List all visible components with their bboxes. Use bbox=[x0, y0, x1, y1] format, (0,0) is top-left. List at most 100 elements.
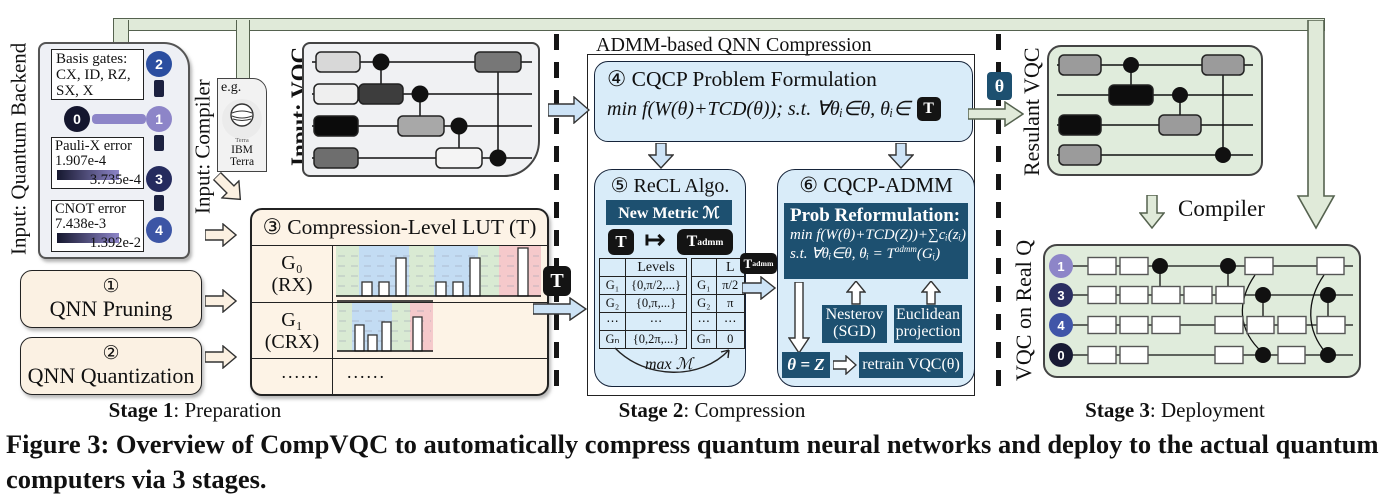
gate bbox=[1316, 256, 1345, 276]
quantum-backend-box: Basis gates: CX, ID, RZ, SX, X 2 0 1 Pau… bbox=[38, 42, 190, 259]
paulix-gradient-bar bbox=[57, 170, 119, 180]
qnn-quantization-box: ② QNN Quantization bbox=[20, 337, 202, 395]
control-dot bbox=[1123, 57, 1231, 163]
gate bbox=[1316, 315, 1346, 335]
green-drop-compiler bbox=[236, 20, 250, 80]
gate bbox=[1119, 256, 1149, 276]
paulix-min: 1.907e-4 bbox=[55, 153, 107, 170]
arrow-up-euclid-icon bbox=[921, 281, 941, 305]
gate bbox=[358, 83, 404, 105]
arrow-t-to-recl-icon bbox=[533, 297, 587, 321]
stage2-title: ADMM-based QNN Compression bbox=[596, 34, 872, 56]
control-dot bbox=[372, 53, 507, 167]
admm-title: ⑥ CQCP-ADMM bbox=[799, 173, 953, 197]
max-metric-arrow-icon bbox=[614, 347, 730, 373]
gate bbox=[1058, 144, 1102, 166]
input-vqc-box bbox=[302, 42, 540, 177]
backend-label: Input: Quantum Backend bbox=[6, 42, 31, 256]
cqcp-admm-box: ⑥ CQCP-ADMM Prob Reformulation: min f(W(… bbox=[777, 169, 975, 387]
arrow-down-theta-icon bbox=[788, 282, 810, 354]
lut-row2-type: (CRX) bbox=[264, 330, 320, 353]
coupler-3-4 bbox=[154, 195, 164, 211]
cnot-max: 1.392e-2 bbox=[89, 234, 141, 251]
euclid-line2: projection bbox=[895, 323, 961, 340]
lut-row-divider-1 bbox=[252, 302, 547, 303]
control-dot bbox=[1152, 258, 1336, 363]
pruning-title: QNN Pruning bbox=[49, 296, 173, 322]
gate bbox=[1244, 256, 1274, 276]
lut-row2-label: G₁ (CRX) bbox=[252, 303, 332, 358]
green-drop-backend bbox=[113, 20, 129, 44]
lut-col-divider bbox=[332, 245, 333, 394]
qubit-node-3: 3 bbox=[146, 166, 172, 192]
figure-caption-line2: computers via 3 stages. bbox=[6, 464, 267, 494]
gate bbox=[1215, 285, 1245, 305]
paulix-max: 3.735e-4 bbox=[89, 171, 141, 188]
compiler-label: Input: Compiler bbox=[190, 79, 215, 215]
lut-row2-gate: G₁ bbox=[281, 308, 303, 331]
tadmm-mid-base: T bbox=[743, 255, 753, 271]
gate bbox=[1183, 285, 1213, 305]
quantization-number: ② bbox=[102, 343, 120, 365]
recl-table-cell: ⋯ bbox=[715, 312, 746, 331]
gate bbox=[1119, 285, 1149, 305]
recl-table-cell: ⋯ bbox=[691, 312, 717, 331]
compiler-eg: e.g. bbox=[221, 80, 242, 95]
gate bbox=[1108, 84, 1154, 106]
gate bbox=[313, 115, 359, 137]
qubit-node-4: 4 bbox=[146, 217, 172, 243]
arrow-cqcp-to-recl-icon bbox=[648, 143, 674, 169]
compression-lut-box: ③ Compression-Level LUT (T) G₀ (RX) G₁ (… bbox=[250, 208, 549, 396]
terra-icon-caption: Terra bbox=[235, 137, 249, 144]
qnn-pruning-box: ① QNN Pruning bbox=[20, 270, 202, 328]
basis-gates-line1: Basis gates: bbox=[56, 51, 128, 67]
basis-gates-line3: SX, X bbox=[56, 82, 94, 99]
realq-qubit-1: 1 bbox=[1049, 254, 1073, 278]
gate bbox=[1087, 315, 1117, 335]
euclidean-box: Euclidean projection bbox=[894, 305, 962, 343]
tadmm-base: T bbox=[686, 233, 698, 250]
gate bbox=[397, 115, 445, 137]
compiler-step-label: Compiler bbox=[1178, 196, 1265, 221]
arrow-backend-to-lut-icon bbox=[205, 223, 237, 247]
gate bbox=[1087, 256, 1117, 276]
admm-formula-1: min f(W(θ)+TCD(Z))+∑cᵢ(zᵢ) bbox=[790, 227, 966, 243]
nesterov-box: Nesterov (SGD) bbox=[822, 305, 887, 343]
gate bbox=[313, 147, 359, 169]
arrow-vqc-to-cqcp-icon bbox=[548, 96, 590, 124]
recl-table-cell: {0,π,...} bbox=[625, 294, 687, 313]
gate bbox=[1158, 114, 1202, 136]
tadmm-sup: admm bbox=[697, 236, 724, 248]
green-feedback-band bbox=[113, 18, 1325, 31]
admm-formula-2: s.t. ∀θᵢ∈θ, θᵢ = Tadmm(Gᵢ) bbox=[790, 244, 962, 263]
figure-caption-line1: Figure 3: Overview of CompVQC to automat… bbox=[6, 429, 1379, 459]
basis-gates-box: Basis gates: CX, ID, RZ, SX, X bbox=[51, 49, 144, 100]
lut-row-divider-2 bbox=[252, 358, 547, 359]
gate bbox=[1087, 285, 1117, 305]
cnot-min: 7.438e-3 bbox=[55, 216, 107, 233]
cqcp-formulation-box: ④ CQCP Problem Formulation min f(W(θ)+TC… bbox=[594, 61, 973, 142]
stage1-label: Stage 1: Preparation bbox=[100, 398, 290, 423]
gate bbox=[315, 51, 361, 73]
arrow-compiler-to-lut-icon bbox=[212, 171, 242, 201]
recl-table-cell: 0 bbox=[715, 330, 746, 349]
recl-table-cell: Gₙ bbox=[691, 330, 717, 349]
recl-table-cell: G₂ bbox=[599, 294, 626, 313]
qubit-node-1: 1 bbox=[146, 106, 172, 132]
resultant-vqc-box bbox=[1047, 45, 1263, 176]
quantization-title: QNN Quantization bbox=[27, 363, 195, 389]
cqcp-t-chip: T bbox=[916, 96, 941, 121]
recl-table-cell: Gₙ bbox=[599, 330, 626, 349]
stage1-rest: : Preparation bbox=[173, 398, 282, 422]
gate bbox=[1214, 345, 1244, 365]
ibm-terra-icon bbox=[222, 99, 262, 139]
admm-f2-pre: s.t. ∀θᵢ∈θ, θᵢ = T bbox=[790, 246, 895, 262]
cnot-gradient-bar bbox=[57, 233, 119, 243]
coupler-0-1 bbox=[92, 114, 146, 124]
arrow-pruning-to-lut-icon bbox=[205, 289, 237, 313]
arrow-quantization-to-lut-icon bbox=[205, 345, 237, 369]
realq-qubit-4: 4 bbox=[1049, 313, 1073, 337]
